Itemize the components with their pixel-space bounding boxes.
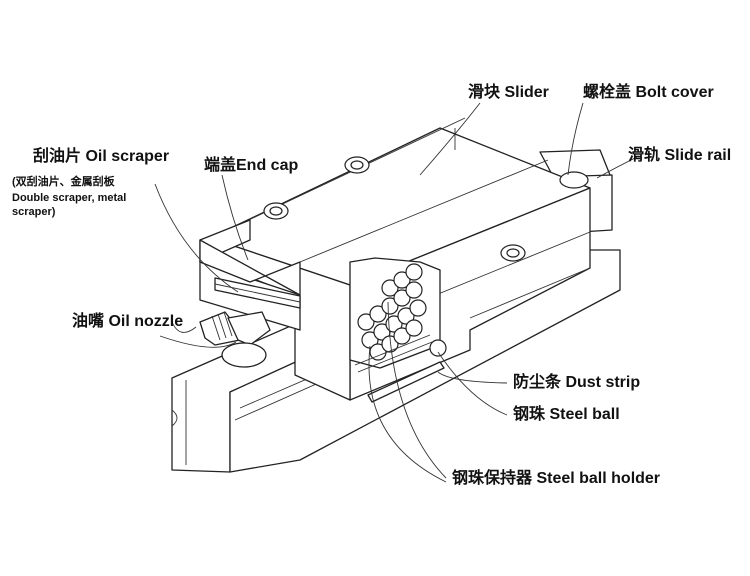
label-bolt-cover: 螺栓盖 Bolt cover <box>583 84 714 101</box>
label-end-cap: 端盖End cap <box>204 157 299 174</box>
label-oil-scraper-note-3: scraper) <box>12 206 56 218</box>
leader-oil-scraper <box>154 183 239 293</box>
leader-oil-nozzle <box>171 321 197 333</box>
leader-bolt-cover <box>567 102 584 176</box>
label-slide-rail: 滑轨 Slide rail <box>628 147 732 164</box>
label-steel-ball: 钢珠 Steel ball <box>513 406 620 423</box>
dust-strip <box>367 361 445 403</box>
leader-lines <box>154 102 638 483</box>
leader-steel-ball <box>437 351 508 416</box>
label-oil-scraper: 刮油片 Oil scraper <box>33 148 170 165</box>
oil-nozzle <box>199 311 271 368</box>
label-dust-strip: 防尘条 Dust strip <box>513 374 641 391</box>
steel-ball <box>381 279 399 297</box>
label-oil-scraper-note-1: (双刮油片、金属刮板 <box>12 176 115 188</box>
label-steel-ball-holder: 钢珠保持器 Steel ball holder <box>452 470 661 487</box>
leader-ball-holder-1 <box>368 345 447 483</box>
leader-end-cap <box>221 174 249 261</box>
leader-ball-holder-2 <box>387 301 447 479</box>
label-oil-nozzle: 油嘴 Oil nozzle <box>72 313 184 330</box>
bolt-cover <box>559 171 589 189</box>
leader-slider <box>419 102 481 176</box>
label-oil-scraper-note-2: Double scraper, metal <box>12 192 127 204</box>
ball-cutaway <box>349 257 447 373</box>
oil-scraper <box>214 277 301 309</box>
label-slider: 滑块 Slider <box>468 84 549 101</box>
leader-dust-strip <box>437 371 508 384</box>
leader-slide-rail <box>596 156 638 179</box>
